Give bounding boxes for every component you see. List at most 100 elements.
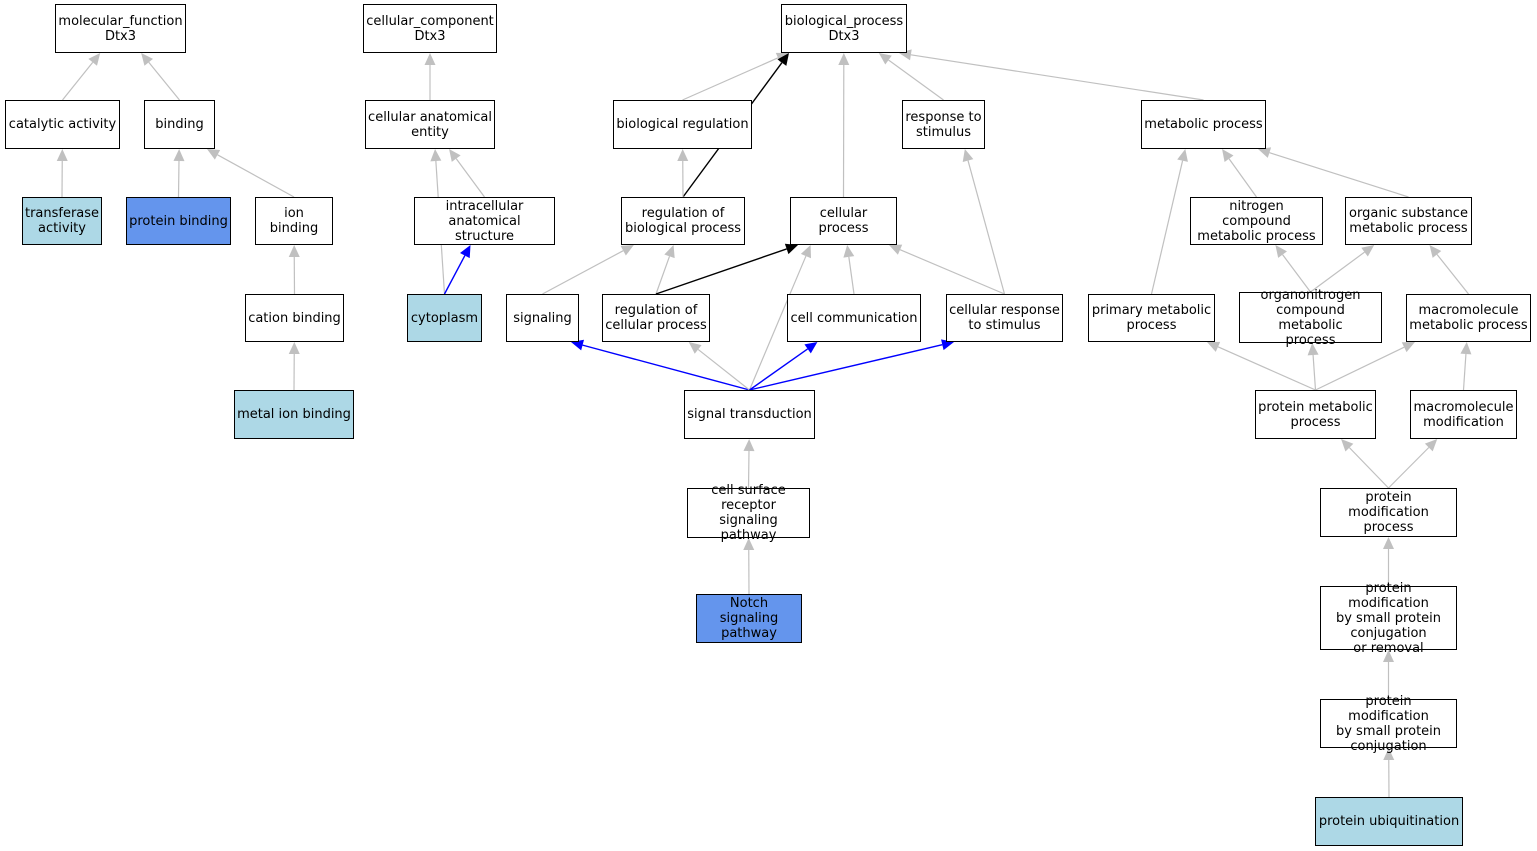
edge-rcp-to-rbp (655, 256, 671, 295)
arrowhead-cae-to-cc (424, 53, 436, 65)
arrowhead-rbp-to-breg (677, 149, 689, 162)
edge-crs-to-rts (967, 160, 1006, 295)
edge-ncmp-to-mp (1228, 158, 1257, 198)
edge-st-to-rcp (697, 348, 750, 391)
term-node-bind: binding (144, 100, 215, 149)
edge-rcp-to-cp (655, 248, 787, 295)
term-node-cation: cation binding (245, 294, 344, 342)
term-node-pmodp: protein modification process (1320, 488, 1457, 537)
term-node-sig: signaling (506, 294, 579, 342)
edge-protmp-to-pmp (1217, 346, 1316, 391)
arrowhead-cp-to-bp (838, 53, 850, 66)
term-node-ias: intracellular anatomical structure (414, 197, 555, 245)
edge-mmp-to-osmp (1436, 254, 1469, 295)
arrowhead-oncmp-to-osmp (1361, 245, 1375, 257)
term-node-osmp: organic substance metabolic process (1345, 197, 1472, 245)
arrowhead-pmp-to-mp (1177, 149, 1188, 162)
arrowhead-cation-to-ion (288, 245, 300, 258)
edge-st-to-crs (749, 344, 943, 391)
edge-mmod-to-mmp (1462, 353, 1467, 391)
term-node-cp: cellular process (790, 197, 897, 245)
term-node-cc: cellular_component Dtx3 (363, 4, 497, 53)
edge-ccomm-to-cp (848, 256, 855, 295)
term-node-csrsp: cell surface receptor signaling pathway (687, 483, 810, 543)
arrowhead-rts-to-bp (878, 53, 892, 65)
term-node-st: signal transduction (684, 390, 815, 439)
arrowhead-ccomm-to-cp (843, 245, 855, 258)
term-node-protmp: protein metabolic process (1255, 390, 1376, 439)
term-node-rbp: regulation of biological process (621, 197, 745, 245)
arrowhead-st-to-ccomm (804, 342, 818, 354)
term-node-bp: biological_process Dtx3 (781, 4, 907, 53)
arrowhead-pmspc-to-pmsp (1383, 650, 1394, 662)
edge-breg-to-bp (682, 57, 779, 101)
edge-st-to-ccomm (749, 348, 809, 391)
term-node-mmod: macromolecule modification (1410, 390, 1517, 439)
term-node-mmp: macromolecule metabolic process (1406, 294, 1531, 342)
arrowhead-metal-to-cation (288, 342, 300, 355)
term-node-pmsp: protein modification by small protein co… (1320, 581, 1457, 656)
arrowhead-pubi-to-pmspc (1383, 748, 1395, 761)
edge-ias-to-cae (455, 158, 485, 198)
term-node-mp: metabolic process (1141, 100, 1266, 149)
term-node-metal: metal ion binding (234, 390, 354, 439)
term-node-rcp: regulation of cellular process (602, 294, 710, 342)
edge-st-to-sig (582, 344, 750, 391)
edge-pmp-to-mp (1150, 160, 1184, 295)
arrowhead-cyto-to-cae (430, 149, 442, 162)
term-node-rts: response to stimulus (902, 100, 985, 149)
edge-protmp-to-oncmp (1312, 354, 1317, 391)
arrowhead-mmp-to-osmp (1429, 245, 1442, 258)
arrowhead-st-to-rcp (688, 342, 702, 354)
arrowhead-csrsp-to-st (743, 439, 755, 452)
edge-cyto-to-ias (443, 255, 466, 295)
arrowhead-trans-to-cat (56, 149, 68, 162)
arrowhead-pbind-to-bind (173, 149, 185, 162)
arrowhead-protmp-to-mmp (1401, 342, 1415, 353)
term-node-ncmp: nitrogen compound metabolic process (1190, 197, 1323, 245)
term-node-crs: cellular response to stimulus (946, 294, 1063, 342)
arrowhead-protmp-to-pmp (1207, 341, 1221, 352)
arrowhead-rbp-to-bp (777, 53, 789, 66)
arrowhead-st-to-crs (941, 339, 954, 351)
arrowhead-st-to-sig (571, 339, 585, 351)
edge-osmp-to-mp (1269, 152, 1409, 198)
edge-bind-to-mf (148, 61, 180, 101)
arrowhead-ion-to-bind (207, 149, 221, 160)
arrowhead-rcp-to-cp (784, 243, 798, 255)
arrowhead-bind-to-mf (141, 53, 153, 66)
edge-pmodp-to-mmod (1388, 447, 1430, 489)
arrowhead-protmp-to-oncmp (1307, 343, 1319, 356)
edge-sig-to-rbp (542, 250, 624, 295)
term-node-trans: transferase activity (22, 197, 102, 245)
arrowhead-ncmp-to-mp (1222, 149, 1234, 162)
arrowhead-rcp-to-rbp (664, 245, 675, 259)
arrowhead-crs-to-cp (889, 244, 903, 255)
arrowhead-osmp-to-mp (1258, 147, 1272, 158)
term-node-ion: ion binding (255, 197, 333, 245)
term-node-breg: biological regulation (613, 100, 752, 149)
edge-ion-to-bind (217, 154, 295, 198)
term-node-oncmp: organonitrogen compound metabolic proces… (1239, 288, 1382, 348)
edge-oncmp-to-osmp (1310, 251, 1365, 293)
edge-oncmp-to-ncmp (1282, 254, 1311, 293)
term-node-pmspc: protein modification by small protein co… (1320, 694, 1457, 754)
arrowhead-ias-to-cae (449, 149, 461, 162)
term-node-pubi: protein ubiquitination (1315, 797, 1463, 846)
arrowhead-mmod-to-mmp (1460, 342, 1472, 355)
arrowhead-crs-to-rts (962, 149, 974, 163)
term-node-pmp: primary metabolic process (1088, 294, 1215, 342)
arrowhead-st-to-cp (800, 245, 812, 259)
arrowhead-notch-to-csrsp (743, 538, 755, 551)
arrowhead-cat-to-mf (88, 53, 101, 66)
edge-pmodp-to-protmp (1348, 447, 1389, 489)
term-node-pbind: protein binding (126, 197, 231, 245)
arrowhead-oncmp-to-ncmp (1275, 245, 1287, 258)
arrowhead-pmsp-to-pmodp (1383, 537, 1394, 549)
term-node-cae: cellular anatomical entity (365, 100, 495, 149)
arrowhead-pmodp-to-mmod (1424, 439, 1438, 452)
edge-st-to-cp (748, 255, 807, 391)
term-node-ccomm: cell communication (787, 294, 921, 342)
edge-mp-to-bp (910, 54, 1204, 101)
